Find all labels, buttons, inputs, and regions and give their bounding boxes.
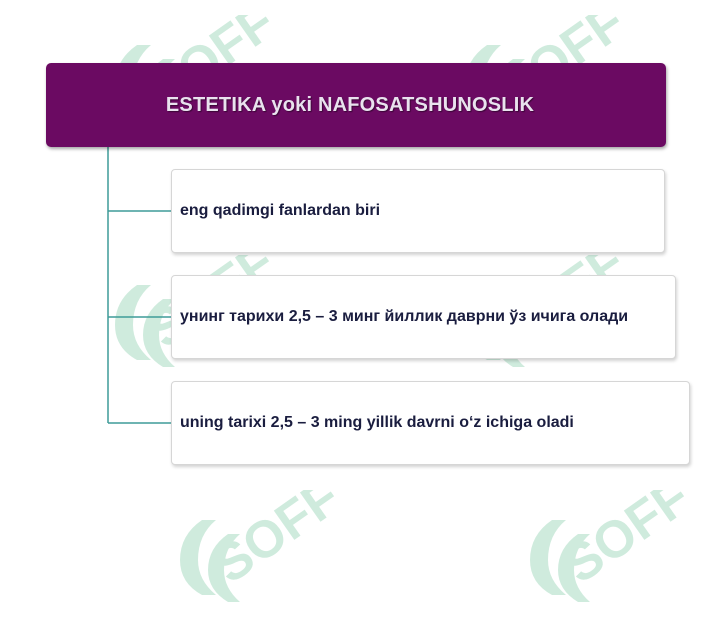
item-box-1: eng qadimgi fanlardan biri [171,169,665,253]
soff-watermark-logo: SOFF [180,490,350,602]
soff-watermark-logo: SOFF [530,490,700,602]
header-title: ESTETIKA yoki NAFOSATSHUNOSLIK [165,93,535,116]
item-box-3: uning tarixi 2,5 – 3 ming yillik davrni … [171,381,690,465]
item-text-3: uning tarixi 2,5 – 3 ming yillik davrni … [180,414,574,431]
item-text-1: eng qadimgi fanlardan biri [180,202,381,219]
item-box-2: унинг тарихи 2,5 – 3 минг йиллик даврни … [171,275,676,359]
svg-text:SOFF: SOFF [204,490,350,595]
svg-text:SOFF: SOFF [554,490,700,595]
header-box: ESTETIKA yoki NAFOSATSHUNOSLIK [46,63,666,147]
item-text-2: унинг тарихи 2,5 – 3 минг йиллик даврни … [180,308,629,325]
